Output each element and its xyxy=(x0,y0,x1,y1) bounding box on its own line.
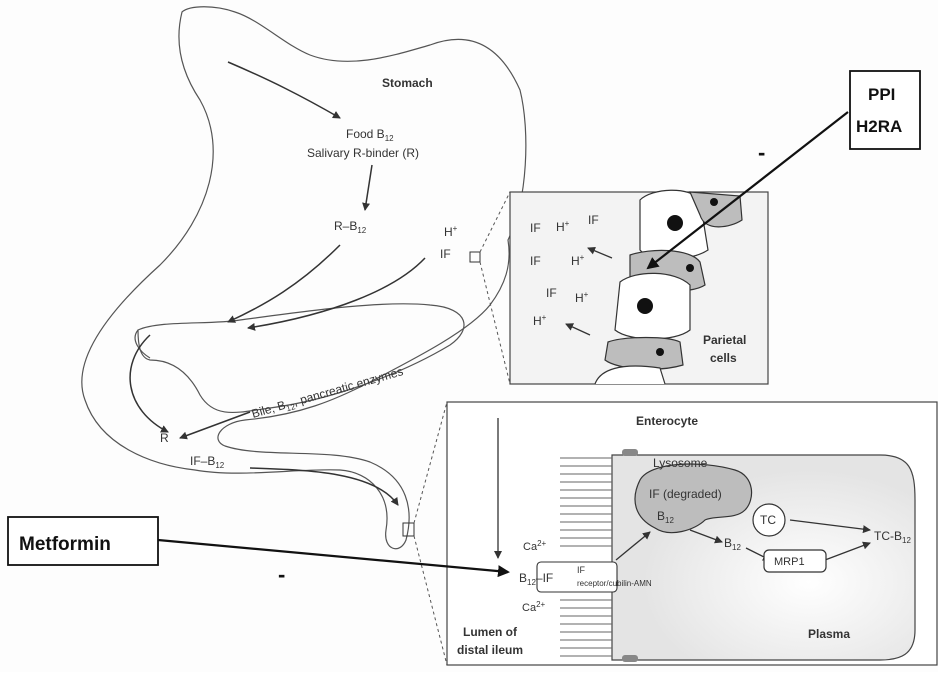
duodenum-outline xyxy=(137,303,465,413)
parietal-if-1: IF xyxy=(530,221,541,235)
if-b12-label: IF–B12 xyxy=(190,454,225,470)
parietal-cell-2 xyxy=(689,191,743,228)
parietal-h-1: H+ xyxy=(556,219,570,234)
if-receptor-box xyxy=(536,561,618,593)
cytosol-b12-label: B12 xyxy=(724,536,741,552)
parietal-if-2: IF xyxy=(588,213,599,227)
metformin-minus-sign: - xyxy=(278,562,285,587)
ppi-label: PPI xyxy=(868,85,895,104)
food-b12-label: Food B12 xyxy=(346,127,394,143)
parietal-h-4: H+ xyxy=(533,313,547,328)
if-receptor-label-1: IF xyxy=(577,565,586,575)
parietal-label-2: cells xyxy=(710,351,737,365)
parietal-nucleus-2 xyxy=(637,298,653,314)
arrow-hif-down xyxy=(247,257,426,331)
lysosome-b12-label: B12 xyxy=(657,509,674,525)
salivary-label: Salivary R-binder (R) xyxy=(307,146,419,160)
zoom-marker-ileum xyxy=(402,522,415,537)
if-label: IF xyxy=(440,247,451,261)
if-degraded-label: IF (degraded) xyxy=(649,487,722,501)
parietal-h-3: H+ xyxy=(575,290,589,305)
stomach-outline xyxy=(81,6,527,550)
arrow-food xyxy=(227,61,341,119)
if-receptor-label-2: receptor/cubilin-AMN xyxy=(577,579,652,588)
r-b12-label: R–B12 xyxy=(334,219,367,235)
stomach-label: Stomach xyxy=(382,76,433,90)
microvilli xyxy=(560,457,612,657)
mrp1-label: MRP1 xyxy=(774,556,805,568)
parietal-panel: IF H+ IF IF H+ IF H+ H+ Parietal cells xyxy=(509,189,769,385)
parietal-nucleus-1 xyxy=(667,215,683,231)
r-label: R xyxy=(160,431,169,445)
parietal-if-3: IF xyxy=(530,254,541,268)
ca-label-bottom: Ca2+ xyxy=(522,600,546,614)
b12-if-label: B12–IF xyxy=(519,571,553,587)
metformin-inhibition-arrow xyxy=(157,538,510,578)
bile-label: Bile, B12, pancreatic enzymes xyxy=(250,364,405,423)
lumen-label-1: Lumen of xyxy=(463,625,518,639)
arrow-rb12-down xyxy=(227,244,341,323)
tc-node xyxy=(752,503,786,537)
arrow-to-r xyxy=(129,334,169,433)
mrp1-node xyxy=(763,549,827,573)
arrow-ifb12 xyxy=(249,467,399,506)
parietal-if-4: IF xyxy=(546,286,557,300)
lysosome-label: Lysosome xyxy=(653,456,708,470)
metformin-label: Metformin xyxy=(19,534,111,555)
lumen-label-2: distal ileum xyxy=(457,643,523,657)
parietal-cell-5 xyxy=(604,336,684,370)
enterocyte-panel: Enterocyte Lysosome IF (degraded) B12 B1… xyxy=(446,401,938,666)
enterocyte-label: Enterocyte xyxy=(636,414,698,428)
parietal-label-1: Parietal xyxy=(703,333,746,347)
h-plus-label: H+ xyxy=(444,224,458,239)
arrow-bile xyxy=(179,411,251,440)
tc-label: TC xyxy=(760,513,776,527)
plasma-label: Plasma xyxy=(808,627,850,641)
zoom-marker-stomach xyxy=(469,251,481,263)
parietal-h-2: H+ xyxy=(571,253,585,268)
tc-b12-label: TC-B12 xyxy=(874,529,911,545)
arrow-to-rb12 xyxy=(362,164,373,211)
ca-label-top: Ca2+ xyxy=(523,539,547,553)
lysosome xyxy=(634,463,753,534)
metformin-box xyxy=(7,516,159,566)
ppi-inhibition-arrow xyxy=(646,111,849,270)
ppi-h2ra-box xyxy=(849,70,921,150)
h2ra-label: H2RA xyxy=(856,117,902,136)
ppi-minus-sign: - xyxy=(758,140,765,165)
